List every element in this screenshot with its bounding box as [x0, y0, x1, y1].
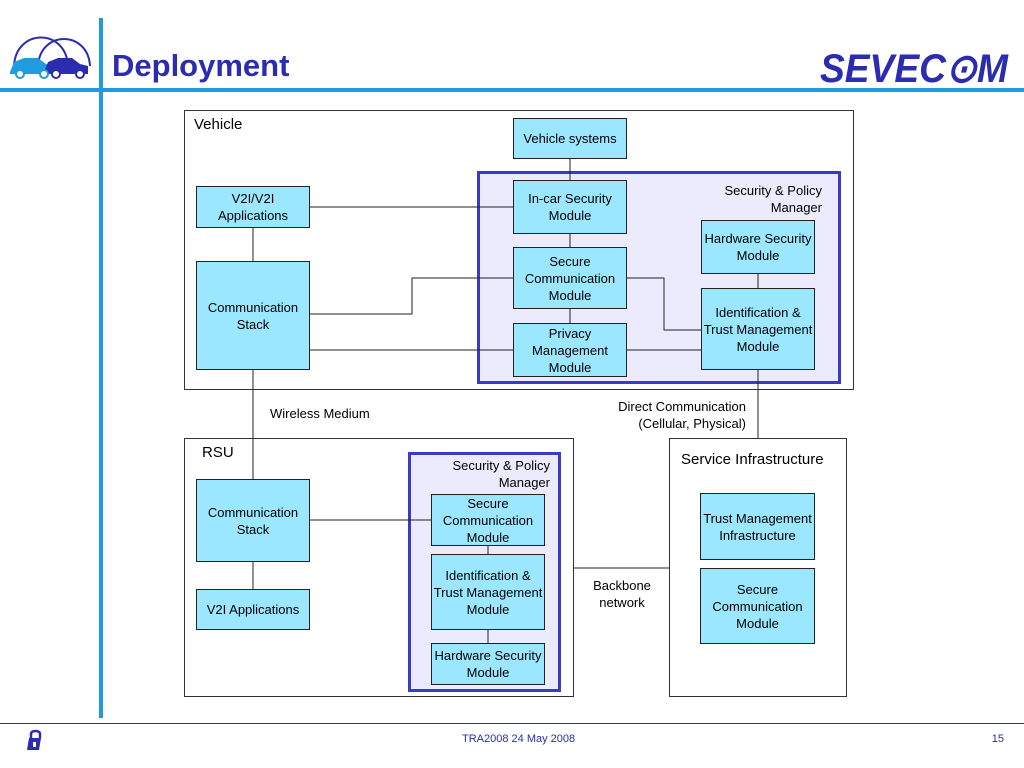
cars-logo — [4, 22, 96, 82]
slide-title: Deployment — [112, 48, 290, 83]
cars-logo-icon — [10, 36, 91, 79]
backbone-network-label: Backbone network — [593, 578, 651, 610]
trust-management-infrastructure-box: Trust Management Infrastructure — [700, 493, 815, 560]
vehicle-label: Vehicle — [194, 116, 243, 133]
rsu-spm-label: Security & Policy Manager — [452, 458, 550, 490]
footer-lock-icon — [26, 729, 42, 751]
header-horizontal-rule — [0, 88, 1024, 92]
vehicle-communication-stack-box: Communication Stack — [196, 261, 310, 370]
rsu-v2i-applications-box: V2I Applications — [196, 589, 310, 630]
rsu-hardware-security-box: Hardware Security Module — [431, 643, 545, 685]
direct-communication-label: Direct Communication (Cellular, Physical… — [618, 399, 746, 431]
rsu-label: RSU — [202, 444, 234, 461]
vehicle-spm-label: Security & Policy Manager — [724, 183, 822, 215]
rsu-secure-communication-box: Secure Communication Module — [431, 494, 545, 546]
sevecom-logo: SEVEC⊙M — [820, 46, 1010, 91]
service-infrastructure-label: Service Infrastructure — [681, 451, 824, 468]
page-number: 15 — [991, 733, 1004, 745]
rsu-communication-stack-box: Communication Stack — [196, 479, 310, 562]
privacy-management-box: Privacy Management Module — [513, 323, 627, 377]
rsu-identification-trust-box: Identification & Trust Management Module — [431, 554, 545, 630]
vehicle-hardware-security-box: Hardware Security Module — [701, 220, 815, 274]
footer-rule — [0, 723, 1024, 724]
service-secure-communication-box: Secure Communication Module — [700, 568, 815, 644]
vehicle-systems-box: Vehicle systems — [513, 118, 627, 159]
vehicle-v2i-applications-box: V2I/V2I Applications — [196, 186, 310, 228]
incar-security-module-box: In-car Security Module — [513, 180, 627, 234]
wireless-medium-label: Wireless Medium — [270, 406, 370, 421]
vehicle-identification-trust-box: Identification & Trust Management Module — [701, 288, 815, 370]
header-vertical-rule — [99, 18, 103, 718]
sevecom-logo-text: SEVEC⊙M — [820, 47, 1010, 88]
footer-text: TRA2008 24 May 2008 — [462, 733, 576, 745]
service-infrastructure-container — [669, 438, 847, 697]
vehicle-secure-communication-box: Secure Communication Module — [513, 247, 627, 309]
